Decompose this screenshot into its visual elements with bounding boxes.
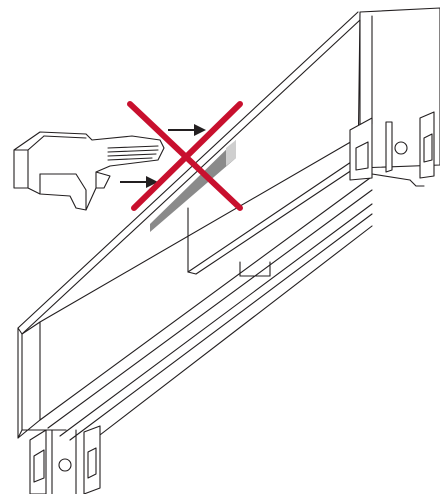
- rail-channel: [17, 7, 440, 441]
- red-x-icon: [127, 101, 243, 211]
- right-bracket: [349, 111, 435, 187]
- arrow-right-icon: [120, 176, 158, 188]
- insertion-slot-highlight: [150, 140, 236, 232]
- clip-part: [13, 131, 165, 211]
- arrow-right-icon: [168, 124, 206, 136]
- left-bracket: [29, 425, 101, 494]
